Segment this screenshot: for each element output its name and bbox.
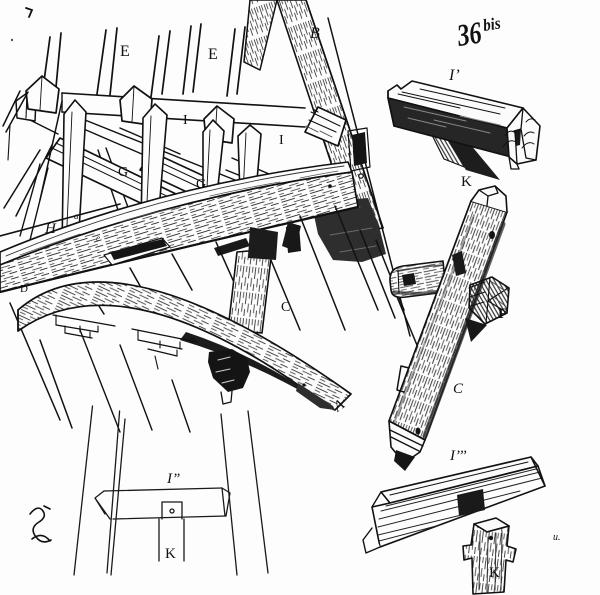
svg-text:B: B — [310, 25, 320, 42]
svg-text:G: G — [196, 177, 206, 192]
svg-text:C: C — [453, 381, 464, 397]
svg-text:K: K — [461, 174, 472, 190]
svg-text:I’: I’ — [448, 67, 460, 84]
svg-text:I”: I” — [166, 471, 180, 487]
svg-text:36: 36 — [454, 16, 484, 54]
svg-text:bis: bis — [482, 15, 502, 36]
svg-text:K: K — [489, 565, 500, 581]
svg-text:D: D — [20, 283, 28, 295]
svg-text:G: G — [118, 165, 128, 180]
svg-text:a: a — [74, 211, 79, 221]
svg-text:I’’’: I’’’ — [449, 448, 467, 464]
svg-text:F: F — [498, 306, 507, 322]
svg-text:K: K — [165, 546, 176, 562]
svg-text:H: H — [44, 221, 57, 237]
svg-text:I: I — [183, 113, 188, 128]
svg-text:E: E — [120, 43, 130, 60]
svg-text:e: e — [96, 233, 100, 243]
svg-text:u.: u. — [553, 532, 561, 543]
svg-text:E: E — [208, 46, 218, 63]
svg-text:I: I — [279, 133, 284, 148]
svg-text:C: C — [281, 300, 290, 315]
